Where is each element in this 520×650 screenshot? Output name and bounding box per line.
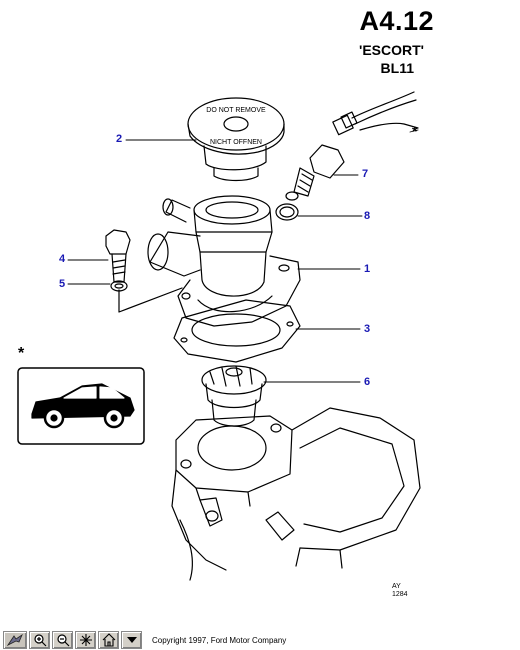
callout-6[interactable]: 6 <box>364 376 371 388</box>
temperature-sender <box>285 144 345 201</box>
section-code: BL11 <box>380 60 414 76</box>
cap-text-bottom: NICHT OFFNEN <box>210 139 262 146</box>
o-ring-drawing <box>275 203 299 221</box>
model-name: 'ESCORT' <box>359 42 424 58</box>
select-tool-button[interactable] <box>3 631 27 649</box>
exploded-view-drawing: DO NOT REMOVE NICHT OFFNEN <box>17 91 421 581</box>
callout-1[interactable]: 1 <box>364 263 371 275</box>
leader-lines <box>67 129 419 383</box>
zoom-in-icon <box>33 634 46 647</box>
viewer-toolbar: Copyright 1997, Ford Motor Company <box>0 630 520 650</box>
vehicle-inset-box <box>17 367 145 445</box>
cylinder-head-drawing <box>171 407 421 581</box>
select-tool-icon <box>7 634 23 646</box>
radiator-cap-drawing <box>187 97 285 182</box>
callout-5[interactable]: 5 <box>59 278 66 290</box>
callout-3[interactable]: 3 <box>364 323 371 335</box>
hotspot-button[interactable] <box>75 631 96 649</box>
sensor-wiring <box>332 91 419 136</box>
callout-2[interactable]: 2 <box>116 133 123 145</box>
wire-asterisk: * <box>412 123 418 139</box>
cap-text-top: DO NOT REMOVE <box>206 107 266 114</box>
bolt-drawing <box>105 229 183 313</box>
dropdown-button[interactable] <box>121 631 142 649</box>
callout-7[interactable]: 7 <box>362 168 369 180</box>
copyright-text: Copyright 1997, Ford Motor Company <box>152 635 287 645</box>
home-button[interactable] <box>98 631 119 649</box>
zoom-out-button[interactable] <box>52 631 73 649</box>
gasket-drawing <box>173 299 301 363</box>
parts-diagram-page: A4.12 'ESCORT' BL11 <box>17 6 434 599</box>
dropdown-arrow-icon <box>126 637 137 643</box>
thermostat-drawing <box>201 365 267 427</box>
callout-4[interactable]: 4 <box>59 253 66 265</box>
hotspot-icon <box>79 634 92 646</box>
home-icon <box>102 633 115 647</box>
ref-code-line1: AY <box>392 583 401 590</box>
drawing-reference-code: AY 1284 <box>392 583 408 599</box>
inset-asterisk: * <box>18 345 25 362</box>
thermostat-housing-drawing <box>147 195 301 327</box>
page-code: A4.12 <box>359 6 434 36</box>
callout-8[interactable]: 8 <box>364 210 371 222</box>
ref-code-line2: 1284 <box>392 591 408 598</box>
zoom-in-button[interactable] <box>29 631 50 649</box>
zoom-out-icon <box>56 634 69 647</box>
